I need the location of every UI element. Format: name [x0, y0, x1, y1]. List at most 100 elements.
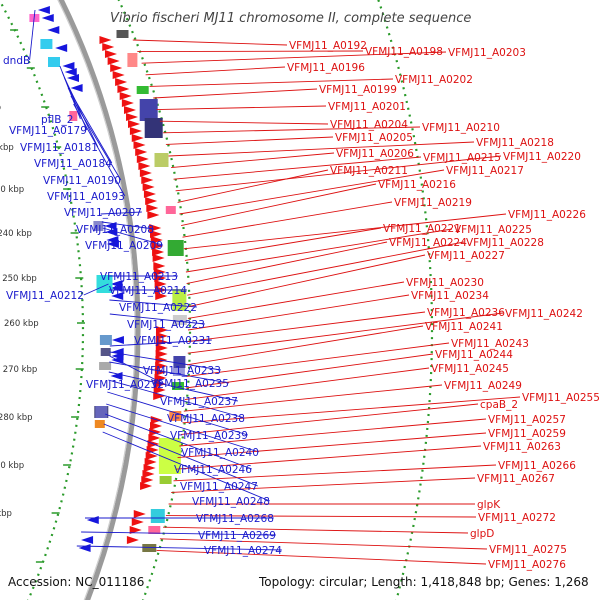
leader-line — [175, 155, 502, 192]
tick-label: 260 kbp — [4, 319, 39, 329]
map-title: Vibrio fischeri MJ11 chromosome II, comp… — [110, 11, 471, 26]
gene-arrow — [149, 428, 162, 436]
gene-arrow — [126, 113, 139, 121]
gene-label-reverse: VFMJ11_A0274 — [204, 545, 282, 557]
gene-arrow — [154, 368, 167, 376]
gene-arrow — [143, 190, 156, 198]
leader-line — [181, 183, 377, 227]
gene-arrow — [153, 268, 166, 276]
gene-arrow — [153, 262, 166, 270]
leader-line — [108, 371, 238, 402]
gene-arrow — [150, 422, 163, 430]
leader-line — [187, 311, 426, 343]
gene-arrow — [153, 386, 166, 394]
gene-label-forward: VFMJ11_A0211 — [330, 165, 408, 177]
gene-label-forward: VFMJ11_A0225 — [454, 224, 532, 236]
gene-arrow — [147, 211, 160, 219]
tick-label: 240 kbp — [0, 229, 32, 239]
gene-label-forward: VFMJ11_A0244 — [435, 349, 513, 361]
gene-arrow — [155, 350, 168, 358]
gene-arrow — [117, 85, 130, 93]
gene-label-reverse: VFMJ11_A0222 — [119, 302, 197, 314]
feature-block — [95, 406, 108, 418]
leader-line — [177, 169, 329, 203]
gene-labels: dndBpflB_2VFMJ11_A0179VFMJ11_A0181VFMJ11… — [3, 40, 600, 571]
feature-block — [172, 368, 185, 376]
feature-block — [93, 221, 104, 231]
feature-block — [172, 382, 184, 390]
leader-line — [107, 391, 248, 436]
gene-label-forward: VFMJ11_A0226 — [508, 209, 586, 221]
gene-arrow — [144, 458, 157, 466]
feature-block — [96, 275, 113, 293]
leader-line — [173, 156, 422, 180]
feature-block — [173, 356, 186, 368]
gene-label-reverse: VFMJ11_A0238 — [167, 413, 245, 425]
leader-line — [179, 418, 487, 447]
leader-line — [159, 120, 329, 125]
tick-label: 280 kbp — [0, 413, 33, 423]
gene-arrow — [145, 197, 158, 205]
feature-block — [159, 476, 172, 484]
gene-arrow — [146, 204, 159, 212]
leader-line — [81, 531, 276, 536]
gene-arrow — [64, 68, 77, 76]
leader-line — [187, 254, 426, 308]
gene-label-reverse: VFMJ11_A0212 — [6, 290, 84, 302]
leader-line — [106, 403, 259, 453]
gene-arrow — [152, 248, 165, 256]
leader-line — [109, 351, 221, 371]
gene-arrow — [154, 380, 167, 388]
gene-arrow — [154, 280, 167, 288]
gene-label-forward: VFMJ11_A0203 — [448, 47, 526, 59]
gene-arrow — [111, 336, 124, 344]
gene-arrow — [102, 43, 115, 51]
gene-label-reverse: VFMJ11_A0240 — [181, 447, 259, 459]
leader-line — [184, 367, 430, 401]
gene-label-forward: VFMJ11_A0205 — [335, 132, 413, 144]
tick-label: 210 kbp — [0, 103, 1, 113]
gene-arrow — [136, 155, 149, 163]
gene-arrow — [133, 141, 146, 149]
gene-label-forward: VFMJ11_A0267 — [477, 473, 555, 485]
gene-arrow — [135, 148, 148, 156]
gene-arrow — [151, 242, 164, 250]
tick-label: 290 kbp — [0, 461, 24, 471]
feature-block — [172, 315, 187, 325]
leader-line — [186, 342, 450, 377]
gene-label-forward: VFMJ11_A0219 — [394, 197, 472, 209]
feature-block — [116, 30, 129, 38]
gene-label-forward: VFMJ11_A0245 — [431, 363, 509, 375]
gene-label-reverse: VFMJ11_A0181 — [20, 142, 98, 154]
leader-line — [156, 105, 327, 111]
dotted-track — [377, 0, 434, 600]
gene-arrow — [146, 446, 159, 454]
leader-line — [182, 201, 393, 238]
gene-label-reverse: VFMJ11_A0231 — [134, 335, 212, 347]
leader-line — [175, 445, 482, 470]
leader-line — [100, 211, 142, 215]
leader-line — [187, 294, 410, 331]
leader-line — [159, 538, 488, 550]
leader-line — [67, 87, 113, 164]
gene-label-forward: VFMJ11_A0215 — [423, 152, 501, 164]
leader-line — [185, 353, 434, 389]
gene-arrow — [128, 120, 141, 128]
feature-block — [142, 544, 157, 552]
gene-label-forward: glpD — [470, 528, 494, 540]
feature-block — [136, 86, 149, 94]
gene-label-reverse: VFMJ11_A0269 — [198, 530, 276, 542]
gene-label-forward: VFMJ11_A0206 — [336, 148, 414, 160]
tick-label: 220 kbp — [0, 143, 14, 153]
feature-block — [100, 348, 111, 356]
gene-label-forward: VFMJ11_A0202 — [395, 74, 473, 86]
gene-label-forward: VFMJ11_A0257 — [488, 414, 566, 426]
gene-label-forward: VFMJ11_A0201 — [328, 101, 406, 113]
gene-label-reverse: VFMJ11_A0223 — [127, 319, 205, 331]
gene-label-reverse: VFMJ11_A0233 — [143, 365, 221, 377]
leader-line — [109, 361, 229, 384]
gene-arrow — [150, 230, 163, 238]
gene-arrow — [99, 36, 112, 44]
